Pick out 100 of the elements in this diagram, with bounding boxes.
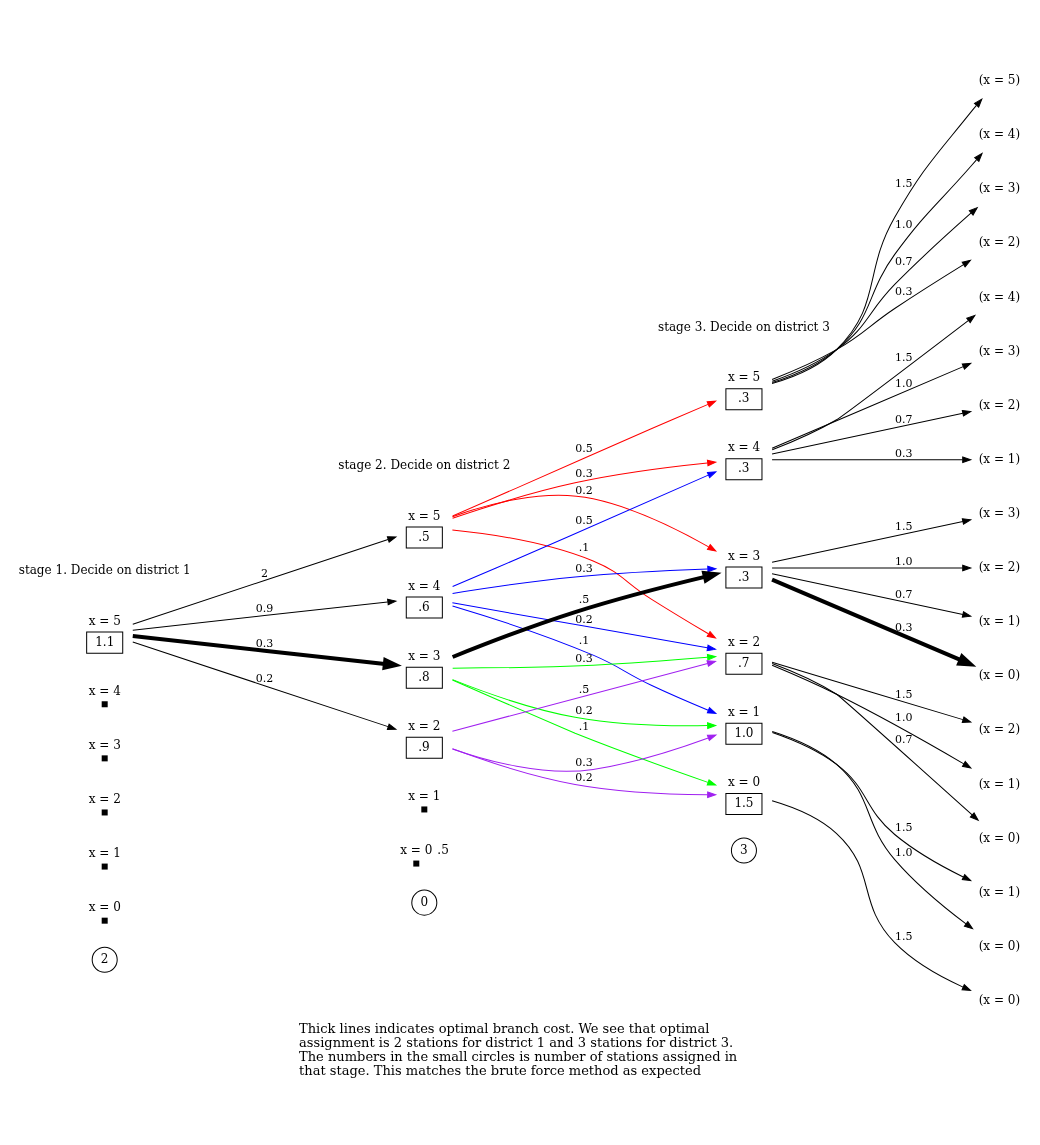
- edge-label: 1.5: [894, 519, 913, 533]
- arrow: [452, 565, 717, 594]
- edge-label: 1.5: [894, 350, 913, 364]
- edge-label: 1.5: [894, 820, 913, 834]
- arrow: [771, 362, 972, 449]
- edge-label: 0.7: [894, 412, 913, 426]
- edge-label: 0.3: [575, 561, 593, 575]
- node-text: (x = 2): [978, 559, 1021, 574]
- arrow: [452, 653, 717, 669]
- edge-label: 0.5: [575, 513, 593, 527]
- arrow: [771, 314, 976, 450]
- node-label: x = 2: [408, 718, 441, 733]
- edge-label: 0.3: [255, 636, 274, 650]
- node-text: (x = 0): [978, 830, 1021, 845]
- arrow: [132, 633, 402, 670]
- node-label: x = 5: [88, 613, 121, 628]
- node-label: x = 1: [727, 704, 761, 719]
- label: stage 2. Decide on district 2: [338, 457, 511, 472]
- edge-label: 1.5: [894, 929, 913, 943]
- node-text: (x = 0): [978, 667, 1021, 682]
- arrow: [771, 664, 972, 768]
- node-box: 1.5: [725, 792, 763, 815]
- node-label: x = 0: [727, 774, 761, 789]
- node-text: (x = 1): [978, 451, 1021, 466]
- arrow: [132, 641, 397, 730]
- arrow: [132, 535, 397, 625]
- edge-label: 0.2: [255, 671, 274, 685]
- node-circle: 0: [411, 889, 438, 916]
- node-box: [101, 700, 108, 707]
- edge-label: 0.7: [894, 254, 913, 268]
- label: stage 3. Decide on district 3: [657, 319, 830, 334]
- node-box: 1.0: [725, 722, 763, 745]
- arrow: [132, 598, 397, 631]
- arrow: [771, 564, 972, 571]
- caption: Thick lines indicates optimal branch cost. We see that optimal assignment is 2 stations for district 1 and 3 stations for district 3. The numbers in the small circles is number of stations assigned in that stage. This matches the brute force method as expected: [299, 1020, 738, 1078]
- arrow: [771, 152, 983, 383]
- arrow: [771, 577, 977, 667]
- arrow: [451, 601, 716, 651]
- arrow: [452, 604, 717, 714]
- node-box: .9: [405, 736, 443, 759]
- edge-label: .1: [578, 540, 590, 554]
- arrow: [451, 659, 716, 732]
- edge-label: 0.3: [894, 620, 913, 634]
- edge-label: 1.5: [894, 687, 913, 701]
- node-box: .5: [405, 525, 443, 548]
- arrow: [771, 517, 972, 563]
- edge-label: 0.3: [894, 446, 913, 460]
- edge-label: .1: [578, 633, 590, 647]
- arrow: [452, 470, 717, 587]
- node-box: [101, 754, 108, 761]
- arrow: [451, 529, 716, 639]
- node-text: (x = 1): [978, 776, 1021, 791]
- node-text: (x = 3): [978, 180, 1021, 195]
- edge-label: 0.2: [575, 703, 593, 717]
- node-box: [101, 917, 108, 924]
- node-label: x = 0: [400, 842, 433, 857]
- arrow: [451, 747, 717, 798]
- edge-label: 0.7: [894, 587, 913, 601]
- node-box: .3: [725, 457, 763, 480]
- node-box: .3: [725, 566, 763, 589]
- arrow: [771, 259, 971, 380]
- edge-label: 1.0: [894, 376, 913, 390]
- node-box: [101, 808, 108, 815]
- node-label: x = 1: [88, 845, 121, 860]
- edge-label: 0.9: [255, 601, 274, 615]
- node-text: (x = 0): [978, 938, 1021, 953]
- node-text: (x = 4): [978, 289, 1021, 304]
- edge-label: 0.3: [575, 651, 593, 665]
- edge-label: 1.0: [894, 845, 913, 859]
- edge-label: .5: [578, 682, 590, 696]
- node-text: (x = 3): [978, 343, 1021, 358]
- node-box: .7: [725, 652, 763, 675]
- edge-label: .5: [578, 592, 590, 606]
- node-box: .3: [725, 387, 763, 410]
- arrow: [452, 494, 717, 552]
- node-label: x = 5: [727, 369, 761, 384]
- edge-label: 1.0: [894, 710, 913, 724]
- edge-label: .1: [578, 719, 590, 733]
- node-label: x = 3: [727, 548, 761, 563]
- edge-label: 1.5: [894, 176, 913, 190]
- node-box: 1.1: [86, 631, 124, 654]
- node-box: [101, 863, 108, 870]
- edge-label: 0.7: [894, 732, 913, 746]
- arrow: [771, 799, 971, 991]
- edge-label: 0.2: [575, 770, 593, 784]
- node-label: x = 4: [727, 439, 761, 454]
- arrow: [771, 572, 972, 618]
- node-label: x = 3: [88, 737, 121, 752]
- edge-label: 1.0: [894, 217, 913, 231]
- label: stage 1. Decide on district 1: [18, 562, 191, 577]
- node-box: .8: [405, 666, 443, 689]
- node-text: (x = 4): [978, 126, 1021, 141]
- node-label: x = 4: [88, 683, 121, 698]
- node-label: x = 1: [408, 788, 441, 803]
- node-text: (x = 1): [978, 613, 1021, 628]
- node-text: (x = 1): [978, 884, 1021, 899]
- edge-label: 0.3: [575, 466, 593, 480]
- arrow: [771, 662, 979, 821]
- edge-label: 2: [261, 566, 269, 580]
- arrow: [451, 679, 717, 786]
